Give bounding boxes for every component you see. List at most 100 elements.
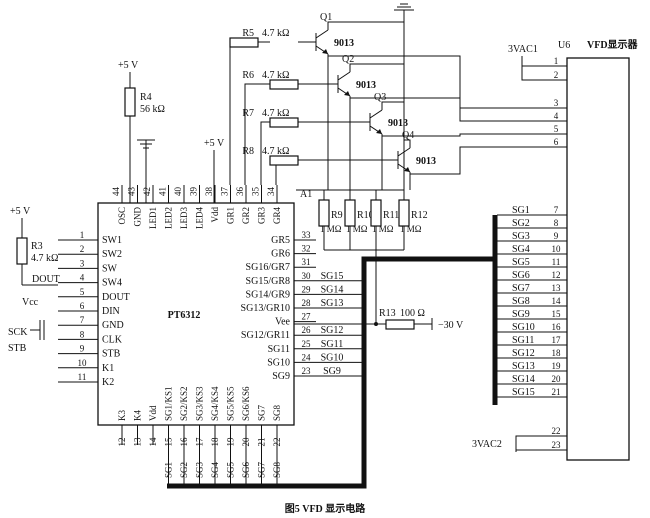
pulldown-value: 1 MΩ	[372, 224, 394, 234]
top-pin-label: LED3	[179, 207, 189, 229]
bottom-segment-label: SG6	[241, 461, 251, 478]
top-pin-number: 39	[189, 187, 199, 197]
r4-supply: +5 V	[118, 60, 139, 71]
bottom-pin-number: 22	[272, 438, 282, 447]
right-segment-label: SG12	[321, 325, 344, 336]
bottom-segment-label: SG7	[257, 461, 267, 478]
right-pin-number: 23	[302, 366, 312, 376]
right-pin-label: SG13/GR10	[241, 303, 290, 314]
pulldown-value: 1 MΩ	[346, 224, 368, 234]
bottom-segment-label: SG3	[195, 461, 205, 478]
transistor-collector	[315, 29, 329, 39]
right-pin-label: SG16/GR7	[246, 262, 290, 273]
vfd-pin-number: 22	[552, 426, 561, 436]
emitter-arrow-icon	[344, 91, 350, 96]
transistor-collector	[369, 109, 383, 119]
left-pin-label: SW1	[102, 235, 122, 246]
bottom-pin-label: K4	[133, 410, 143, 421]
vcc-signal: Vcc	[22, 297, 39, 308]
vfd-pin-number: 23	[552, 440, 562, 450]
vfd-pin-number: 19	[552, 361, 562, 371]
grid-output-wire	[350, 97, 549, 122]
vfd-segment-label: SG3	[512, 231, 530, 242]
left-pin-number: 7	[80, 315, 85, 325]
base-resistor-value: 4.7 kΩ	[262, 108, 289, 119]
bottom-pin-number: 17	[195, 437, 205, 447]
bottom-pin-number: 19	[226, 437, 236, 447]
transistor-type: 9013	[388, 118, 408, 129]
vfd-pin-number: 2	[554, 70, 559, 80]
left-pin-number: 10	[78, 358, 88, 368]
right-pin-label: SG11	[268, 344, 290, 355]
bottom-pin-number: 12	[117, 438, 127, 447]
collector-wire	[327, 21, 404, 30]
vfd-pin-number: 7	[554, 205, 559, 215]
pt6312-label: PT6312	[168, 310, 201, 321]
top-pin-number: 42	[142, 187, 152, 196]
left-pin-label: STB	[102, 349, 121, 360]
pulldown-ref: R10	[357, 210, 374, 221]
right-segment-label: SG14	[321, 284, 344, 295]
top-pin-label: GR2	[241, 207, 251, 224]
bottom-segment-label: SG8	[272, 461, 282, 478]
top-pin-label: Vdd	[210, 207, 220, 223]
vfd-segment-label: SG2	[512, 218, 530, 229]
vfd-pin-number: 10	[552, 244, 562, 254]
bottom-segment-label: SG4	[210, 461, 220, 478]
vfd-pin-number: 12	[552, 270, 561, 280]
r13-resistor	[385, 319, 415, 330]
vfd-pin-number: 15	[552, 309, 562, 319]
transistor-collector	[337, 71, 351, 81]
pt6312-chip	[97, 202, 295, 426]
bottom-pin-label: SG8	[272, 404, 282, 421]
grid-output-wire	[410, 146, 549, 175]
vac2-wire	[515, 435, 549, 452]
stb-signal: STB	[8, 343, 27, 354]
r4-resistor	[124, 87, 136, 117]
a1-label: A1	[300, 189, 312, 200]
r3-resistor	[16, 237, 28, 265]
pulldown-value: 1 MΩ	[400, 224, 422, 234]
transistor-type: 9013	[356, 80, 376, 91]
right-pin-label: SG12/GR11	[241, 330, 290, 341]
pulldown-value: 1 MΩ	[320, 224, 342, 234]
vfd-ref: U6	[558, 40, 570, 51]
vfd-segment-label: SG6	[512, 270, 530, 281]
r13-ref: R13	[379, 308, 396, 319]
left-pin-label: CLK	[102, 334, 123, 345]
r3-value: 4.7 kΩ	[31, 253, 58, 264]
right-pin-label: SG15/GR8	[246, 276, 290, 287]
right-pin-label: GR6	[271, 249, 290, 260]
left-pin-number: 1	[80, 230, 85, 240]
top-pin-number: 44	[111, 187, 121, 197]
left-pin-number: 9	[80, 344, 85, 354]
vfd-segment-wires: SG1SG2SG3SG4SG5SG6SG7SG8SG9SG10SG11SG12S…	[497, 205, 549, 398]
top-pin-label: GND	[133, 207, 143, 227]
top-pin-label: GR1	[226, 207, 236, 224]
transistor-type: 9013	[334, 38, 354, 49]
pulldown-ref: R11	[383, 210, 399, 221]
vfd-segment-label: SG15	[512, 387, 535, 398]
left-pin-number: 4	[80, 273, 85, 283]
vfd-segment-label: SG13	[512, 361, 535, 372]
left-pin-number: 6	[80, 301, 85, 311]
left-pin-label: DOUT	[102, 292, 130, 303]
collector-wire	[404, 139, 411, 148]
base-resistor	[229, 37, 259, 48]
vee-junction	[374, 322, 378, 326]
vfd-segment-label: SG7	[512, 283, 530, 294]
vfd-segment-label: SG10	[512, 322, 535, 333]
ground-icon	[137, 139, 155, 149]
dout-signal: DOUT	[32, 274, 60, 285]
vfd-pin-number: 13	[552, 283, 562, 293]
right-pin-number: 31	[302, 257, 311, 267]
bottom-pin-label: SG4/KS4	[210, 386, 220, 421]
base-resistor	[269, 155, 299, 166]
bottom-pin-label: SG7	[257, 404, 267, 421]
right-segment-label: SG13	[321, 298, 344, 309]
bottom-pin-number: 18	[210, 437, 220, 447]
